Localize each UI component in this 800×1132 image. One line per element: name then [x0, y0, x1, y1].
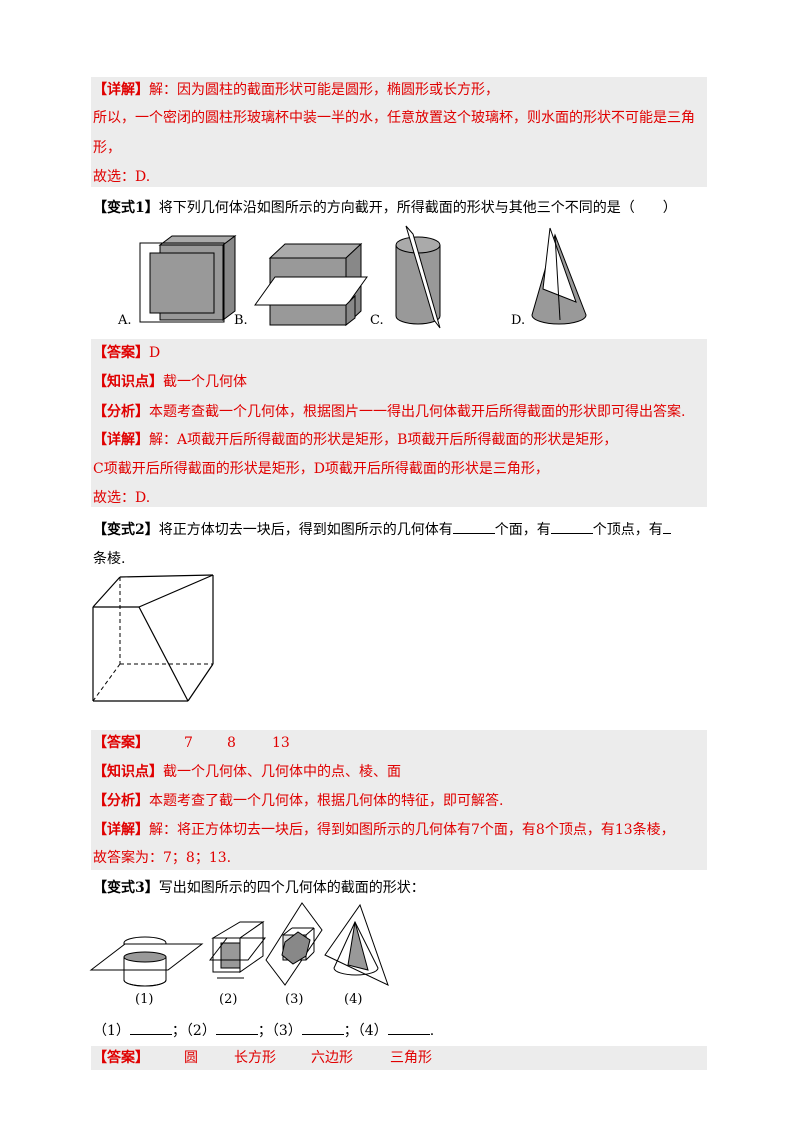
detail-tag: 【详解】	[93, 432, 149, 448]
solid-d-figure	[531, 227, 587, 325]
vertices-blank[interactable]	[550, 519, 593, 534]
knowledge-tag: 【知识点】	[93, 764, 163, 780]
caption-4: (4)	[344, 992, 363, 1007]
question-3-text: 写出如图所示的四个几何体的截面的形状：	[158, 880, 425, 896]
question-1: 【变式1】将下列几何体沿如图所示的方向截开，所得截面的形状与其他三个不同的是（ …	[93, 198, 677, 218]
detail-line-2: 故答案为：7；8；13.	[93, 850, 232, 866]
answer-tag: 【答案】	[93, 345, 149, 361]
question-2-text-3: 个顶点，有	[592, 522, 663, 538]
detail-tag: 【详解】	[93, 82, 149, 98]
question-2-text-4: 条棱.	[93, 551, 126, 567]
detail-line-3: 形，	[93, 140, 121, 156]
edges-blank[interactable]	[662, 519, 671, 534]
knowledge-line: 【知识点】截一个几何体、几何体中的点、棱、面	[93, 762, 401, 782]
question-3: 【变式3】写出如图所示的四个几何体的截面的形状：	[93, 878, 425, 898]
fill-label-2: ；（2）	[171, 1023, 216, 1039]
answer-line: 【答案】D	[93, 343, 160, 363]
detail-text-g: 条棱，	[632, 822, 675, 838]
answer-value-1: 7	[184, 735, 193, 751]
fill-in-line: （1） ；（2） ；（3） ；（4）.	[93, 1020, 434, 1041]
knowledge-line: 【知识点】截一个几何体	[93, 372, 247, 392]
detail-line-1: 【详解】解：将正方体切去一块后，得到如图所示的几何体有7个面，有8个顶点，有13…	[93, 820, 675, 840]
answer-value-1: 圆	[184, 1050, 198, 1066]
knowledge-text: 截一个几何体、几何体中的点、棱、面	[163, 764, 401, 780]
answer-value-4: 三角形	[390, 1050, 432, 1066]
detail-text: 解：因为圆柱的截面形状可能是圆形，椭圆形或长方形，	[149, 82, 499, 98]
answer-value-2: 长方形	[234, 1050, 276, 1066]
option-d-label: D.	[511, 313, 526, 328]
analysis-line: 【分析】本题考查了截一个几何体，根据几何体的特征，即可解答.	[93, 791, 503, 811]
fill-end: .	[429, 1023, 435, 1039]
fill-label-4: ；（4）	[343, 1023, 388, 1039]
answer-value-3: 六边形	[311, 1050, 353, 1066]
question-2-text-1: 将正方体切去一块后，得到如图所示的几何体有	[158, 522, 453, 538]
solution-block-1	[91, 77, 707, 187]
detail-line-3: 故选：D.	[93, 490, 151, 506]
caption-2: (2)	[219, 992, 238, 1007]
analysis-line: 【分析】本题考查截一个几何体，根据图片一一得出几何体截开后所得截面的形状即可得出…	[93, 402, 685, 422]
section-4-figure	[324, 903, 389, 986]
detail-line-2: 所以，一个密闭的圆柱形玻璃杯中装一半的水，任意放置这个玻璃杯，则水面的形状不可能…	[93, 110, 695, 126]
question-3-tag: 【变式3】	[93, 880, 159, 896]
analysis-text: 本题考查截一个几何体，根据图片一一得出几何体截开后所得截面的形状即可得出答案.	[149, 404, 686, 420]
answer-line: 【答案】	[93, 733, 149, 753]
section-1-figure	[89, 936, 204, 987]
question-1-tag: 【变式1】	[93, 200, 159, 216]
section-2-figure	[208, 921, 267, 979]
option-c-label: C.	[370, 313, 384, 328]
section-2-blank[interactable]	[215, 1020, 258, 1035]
answer-line: 【答案】	[93, 1048, 149, 1068]
detail-num-faces: 7	[471, 822, 480, 838]
figure-four-solids	[139, 225, 587, 329]
analysis-tag: 【分析】	[93, 793, 149, 809]
solution-block-3	[91, 730, 707, 870]
detail-tag: 【详解】	[93, 822, 149, 838]
detail-line-1: 【详解】解：A项截开后所得截面的形状是矩形，B项截开后所得截面的形状是矩形，	[93, 430, 617, 450]
section-1-blank[interactable]	[129, 1020, 172, 1035]
faces-blank[interactable]	[452, 519, 495, 534]
question-2-text-2: 个面，有	[494, 522, 551, 538]
section-3-figure	[265, 902, 323, 986]
answer-value-3: 13	[272, 735, 290, 751]
fill-label-1: （1）	[93, 1023, 130, 1039]
question-1-text: 将下列几何体沿如图所示的方向截开，所得截面的形状与其他三个不同的是（ ）	[158, 200, 677, 216]
detail-text-c: 个面，有	[479, 822, 536, 838]
detail-line-2: C项截开后所得截面的形状是矩形，D项截开后所得截面的形状是三角形，	[93, 461, 549, 477]
analysis-text: 本题考查了截一个几何体，根据几何体的特征，即可解答.	[149, 793, 504, 809]
section-4-blank[interactable]	[387, 1020, 430, 1035]
detail-num-edges: 13	[614, 822, 633, 838]
detail-line-4: 故选：D.	[93, 169, 151, 185]
question-2-tag: 【变式2】	[93, 522, 159, 538]
detail-text-e: 个顶点，有	[544, 822, 615, 838]
solution-block-4	[91, 1046, 707, 1070]
solid-c-figure	[395, 225, 441, 329]
knowledge-text: 截一个几何体	[163, 374, 247, 390]
detail-num-vertices: 8	[535, 822, 545, 838]
solid-a-figure	[139, 235, 237, 323]
answer-tag: 【答案】	[93, 1050, 149, 1066]
answer-value: D	[149, 345, 161, 361]
solid-b-figure	[254, 242, 368, 327]
answer-value-2: 8	[227, 735, 236, 751]
solution-block-2	[91, 339, 707, 507]
figure-four-sections	[89, 902, 389, 987]
option-a-label: A.	[118, 313, 132, 328]
detail-line-1: 【详解】解：因为圆柱的截面形状可能是圆形，椭圆形或长方形，	[93, 80, 499, 100]
section-3-blank[interactable]	[301, 1020, 344, 1035]
knowledge-tag: 【知识点】	[93, 374, 163, 390]
answer-tag: 【答案】	[93, 735, 149, 751]
analysis-tag: 【分析】	[93, 404, 149, 420]
caption-3: (3)	[285, 992, 304, 1007]
detail-text-a: 解：将正方体切去一块后，得到如图所示的几何体有	[149, 822, 471, 838]
figure-cut-cube	[92, 574, 214, 702]
caption-1: (1)	[135, 992, 154, 1007]
option-b-label: B.	[234, 313, 248, 328]
question-2: 【变式2】将正方体切去一块后，得到如图所示的几何体有 个面，有 个顶点，有	[93, 519, 671, 540]
detail-text: 解：A项截开后所得截面的形状是矩形，B项截开后所得截面的形状是矩形，	[149, 432, 618, 448]
fill-label-3: ；（3）	[257, 1023, 302, 1039]
